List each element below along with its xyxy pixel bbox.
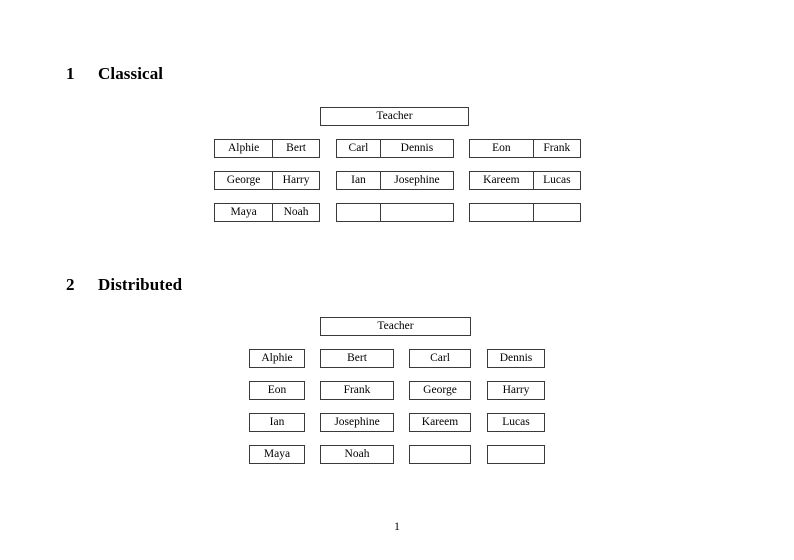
student-name-cell: Ian [351,173,366,186]
student-name-cell [532,204,580,221]
section-title: Distributed [98,275,183,294]
student-name-cell: Carl [348,141,369,154]
student-name-cell: Harry [272,172,319,189]
distributed-student-box[interactable]: Maya [249,445,305,464]
classical-student-pair-box[interactable]: Maya Noah [214,203,320,222]
distributed-student-box[interactable]: Bert [320,349,394,368]
classical-student-pair-box-empty[interactable] [469,203,581,222]
classical-student-pair-box-empty[interactable] [336,203,454,222]
section-number: 1 [66,64,75,83]
student-name-cell: Bert [272,140,319,157]
student-name-cell: Alphie [227,141,260,154]
student-name-cell: Maya [230,205,257,218]
student-name-cell: Eon [492,141,511,154]
student-name-cell: Noah [272,204,319,221]
classical-student-pair-box[interactable]: Alphie Bert [214,139,320,158]
classical-student-pair-box[interactable]: Ian Josephine [336,171,454,190]
distributed-student-box[interactable]: Noah [320,445,394,464]
distributed-student-box[interactable]: Kareem [409,413,471,432]
section-heading-distributed: 2 Distributed [66,275,182,295]
distributed-student-box[interactable]: Alphie [249,349,305,368]
distributed-student-box[interactable]: Ian [249,413,305,432]
classical-student-pair-box[interactable]: Eon Frank [469,139,581,158]
distributed-teacher-box[interactable]: Teacher [320,317,471,336]
student-name-cell: Dennis [379,140,453,157]
student-name-cell: Josephine [379,172,453,189]
student-name-cell: Frank [532,140,580,157]
classical-student-pair-box[interactable]: George Harry [214,171,320,190]
distributed-student-box[interactable]: George [409,381,471,400]
classical-teacher-box[interactable]: Teacher [320,107,469,126]
section-heading-classical: 1 Classical [66,64,163,84]
distributed-student-box-empty[interactable] [409,445,471,464]
student-name-cell: George [226,173,261,186]
page-number: 1 [394,521,400,533]
classical-student-pair-box[interactable]: Carl Dennis [336,139,454,158]
distributed-student-box[interactable]: Josephine [320,413,394,432]
student-name-cell: Lucas [532,172,580,189]
distributed-student-box[interactable]: Frank [320,381,394,400]
distributed-student-box[interactable]: Carl [409,349,471,368]
distributed-student-box-empty[interactable] [487,445,545,464]
section-number: 2 [66,275,75,294]
distributed-student-box[interactable]: Harry [487,381,545,400]
student-name-cell [379,204,453,221]
student-name-cell [337,204,380,221]
classical-student-pair-box[interactable]: Kareem Lucas [469,171,581,190]
section-title: Classical [98,64,164,83]
distributed-student-box[interactable]: Lucas [487,413,545,432]
distributed-student-box[interactable]: Dennis [487,349,545,368]
student-name-cell [470,204,533,221]
student-name-cell: Kareem [483,173,520,186]
distributed-student-box[interactable]: Eon [249,381,305,400]
